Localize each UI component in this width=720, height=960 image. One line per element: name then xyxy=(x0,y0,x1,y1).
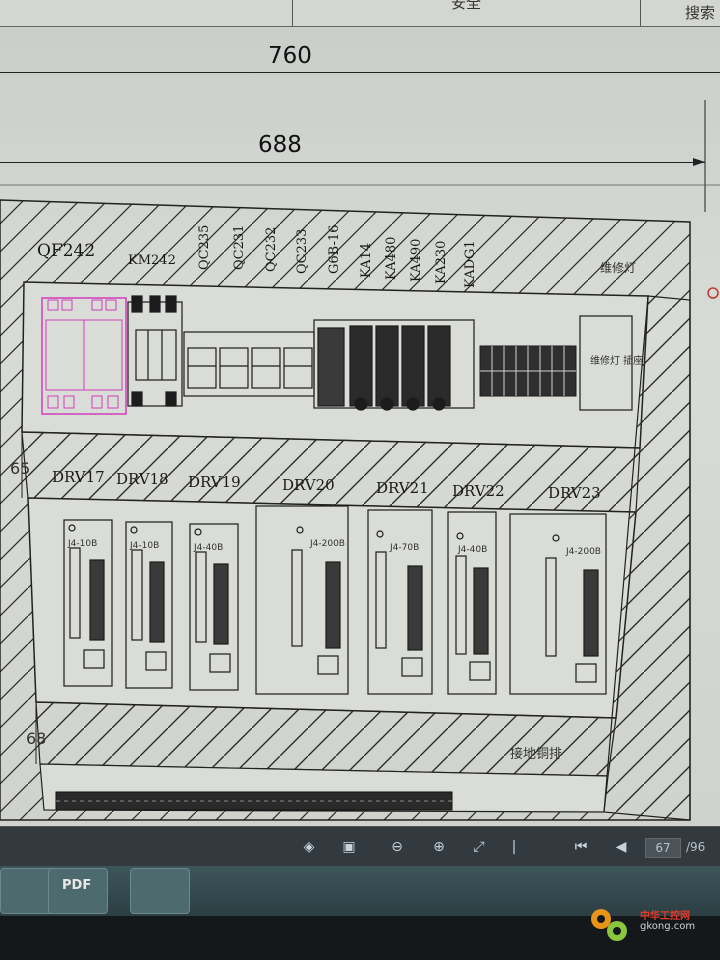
relay-modules-ka xyxy=(313,319,475,411)
component-label: KM242 xyxy=(128,253,176,268)
taskbar-button[interactable] xyxy=(130,868,190,914)
drive-label: DRV22 xyxy=(452,482,505,500)
previous-page-icon[interactable]: ◀ xyxy=(615,839,627,855)
terminal-blocks xyxy=(479,345,577,397)
watermark-site-cn: 中华工控网 xyxy=(640,911,690,922)
watermark-site-url: gkong.com xyxy=(640,921,696,932)
page-total-label: /96 xyxy=(686,840,706,854)
component-label: G6B-16 xyxy=(327,225,342,274)
component-label: KA490 xyxy=(409,239,424,282)
watermark: 中华工控网 gkong.com xyxy=(585,905,715,945)
gear-logo-icon xyxy=(591,909,627,941)
drive-model: J4-40B xyxy=(457,545,487,555)
servo-drive-drv17 xyxy=(63,519,113,687)
taskbar-button-pdf[interactable] xyxy=(48,868,108,914)
dimension-760-label: 760 xyxy=(268,43,312,69)
component-label: QC235 xyxy=(197,225,212,270)
drive-label: DRV21 xyxy=(376,479,429,497)
tool-hand-icon[interactable]: ▣ xyxy=(342,839,356,855)
ground-bar-label: 接地铜排 xyxy=(510,746,562,762)
drive-model: J4-40B xyxy=(193,543,223,553)
taskbar: PDF xyxy=(0,866,720,916)
top-header-bar: 安全 搜索 xyxy=(0,0,720,27)
socket-label: 维修灯 插座 xyxy=(590,354,643,367)
header-cell: 安全 xyxy=(292,0,633,26)
maintenance-lamp-label: 维修灯 xyxy=(600,260,636,275)
drive-model: J4-200B xyxy=(309,539,345,549)
component-label: QC232 xyxy=(264,227,279,272)
dimension-65-label: 65 xyxy=(10,459,30,478)
viewer-toolbar: ◈ ▣ ⊖ ⊕ ⤢ | ⏮ ◀ 67 /96 xyxy=(0,826,720,867)
servo-drive-drv21 xyxy=(367,509,433,695)
servo-drive-drv18 xyxy=(125,521,173,689)
ground-copper-bar xyxy=(55,791,453,811)
component-label: QC231 xyxy=(232,225,247,270)
drive-label: DRV20 xyxy=(282,476,335,494)
servo-drive-drv20 xyxy=(255,505,349,695)
drive-label: DRV23 xyxy=(548,484,601,502)
dimension-68-label: 68 xyxy=(26,729,46,748)
marker-icon xyxy=(707,287,719,299)
drive-label: DRV17 xyxy=(52,468,105,486)
tool-select-icon[interactable]: ◈ xyxy=(303,839,315,855)
servo-drive-drv23 xyxy=(509,513,607,695)
panel-layout-drawing: QF242 KM242 QC235 QC231 QC232 QC233 G6B-… xyxy=(0,100,720,821)
dimension-line-760 xyxy=(0,72,720,73)
zoom-in-icon[interactable]: ⊕ xyxy=(433,839,445,855)
component-label: QC233 xyxy=(295,229,310,274)
dimension-line-688 xyxy=(0,162,705,163)
cad-drawing-screen: 安全 搜索 760 688 xyxy=(0,0,720,835)
header-cell-text-2: 搜索 xyxy=(685,4,716,22)
dimension-688-label: 688 xyxy=(258,132,302,158)
component-label: KA480 xyxy=(384,237,399,280)
drive-label: DRV18 xyxy=(116,470,169,488)
component-label: KA230 xyxy=(434,241,449,284)
zoom-out-icon[interactable]: ⊖ xyxy=(391,839,403,855)
pdf-label: PDF xyxy=(62,878,92,893)
separator-icon: | xyxy=(511,839,517,855)
drive-model: J4-10B xyxy=(129,541,159,551)
drive-label: DRV19 xyxy=(188,473,241,491)
first-page-icon[interactable]: ⏮ xyxy=(574,839,588,855)
component-label: KADG1 xyxy=(463,240,478,288)
breaker-qf242 xyxy=(41,297,127,415)
page-number-field[interactable]: 67 xyxy=(645,838,681,858)
drive-model: J4-200B xyxy=(565,547,601,557)
contactor-km242 xyxy=(127,295,183,407)
drive-model: J4-10B xyxy=(67,539,97,549)
maintenance-lamp-socket: 维修灯 插座 xyxy=(579,315,643,411)
header-cell: 搜索 xyxy=(640,0,720,26)
component-label: QF242 xyxy=(37,241,95,261)
component-label: KA14 xyxy=(359,243,374,278)
fit-page-icon[interactable]: ⤢ xyxy=(473,839,485,855)
header-cell-text-1: 安全 xyxy=(451,0,482,12)
servo-drive-drv19 xyxy=(189,523,239,691)
drive-model: J4-70B xyxy=(389,543,419,553)
servo-drive-drv22 xyxy=(447,511,497,695)
